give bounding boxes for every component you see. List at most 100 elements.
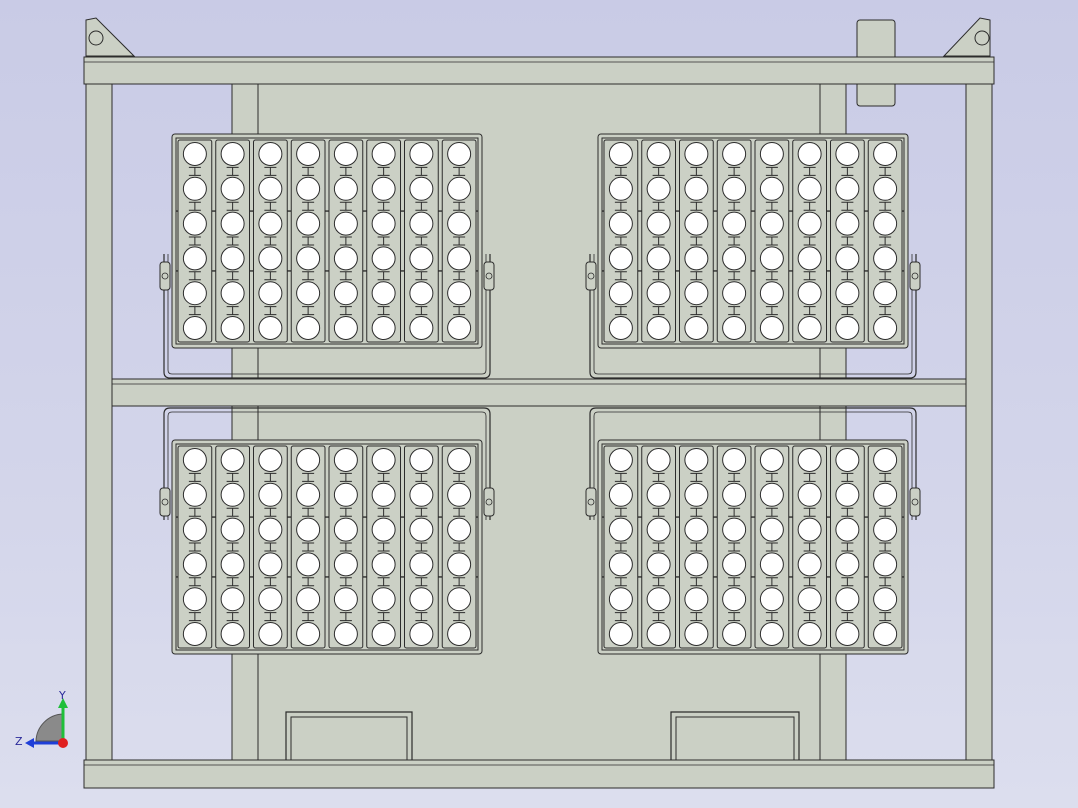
lens xyxy=(835,482,860,507)
lens xyxy=(835,622,860,646)
lens-clip xyxy=(188,306,201,316)
lens xyxy=(759,552,784,577)
lifting-lug-hole xyxy=(88,30,104,46)
lens xyxy=(220,552,245,577)
lens xyxy=(873,482,898,507)
pivot-bolt xyxy=(587,498,595,506)
lens-clip xyxy=(302,542,315,552)
lens xyxy=(646,587,671,612)
lens-clip xyxy=(614,507,627,517)
lens-clip xyxy=(728,542,741,552)
lens-clip xyxy=(339,542,352,552)
lens-clip xyxy=(614,612,627,622)
lens xyxy=(447,552,472,577)
lens xyxy=(722,587,747,612)
lens xyxy=(873,587,898,612)
lens-clip xyxy=(188,472,201,482)
lens xyxy=(333,176,358,201)
lifting-lug-left xyxy=(85,17,136,57)
lens xyxy=(759,622,784,646)
lens-clip xyxy=(765,306,778,316)
lens xyxy=(182,517,207,542)
lens-clip xyxy=(415,507,428,517)
lens xyxy=(759,587,784,612)
lens xyxy=(835,176,860,201)
lens-clip xyxy=(841,577,854,587)
lens-clip xyxy=(415,577,428,587)
lens xyxy=(797,482,822,507)
lens-clip xyxy=(188,201,201,211)
lens-clip xyxy=(188,507,201,517)
lens-clip xyxy=(302,271,315,281)
lens-clip xyxy=(264,577,277,587)
lens xyxy=(333,142,358,166)
lens-clip xyxy=(339,507,352,517)
lens xyxy=(797,211,822,236)
handle-inner xyxy=(675,716,795,760)
lens xyxy=(873,176,898,201)
lens-clip xyxy=(652,271,665,281)
lens-clip xyxy=(728,166,741,176)
lens xyxy=(182,211,207,236)
lens xyxy=(646,246,671,271)
lens xyxy=(296,316,321,340)
lens xyxy=(333,211,358,236)
lens xyxy=(684,517,709,542)
lens xyxy=(333,448,358,472)
lens-clip xyxy=(652,201,665,211)
lens-clip xyxy=(803,236,816,246)
lens xyxy=(447,246,472,271)
z-axis-arrowhead xyxy=(25,738,34,748)
lens xyxy=(608,552,633,577)
lens xyxy=(608,142,633,166)
lens xyxy=(835,587,860,612)
lens xyxy=(409,587,434,612)
lens xyxy=(409,142,434,166)
lens-clip xyxy=(302,201,315,211)
lens-clip xyxy=(765,271,778,281)
y-axis-label: Y xyxy=(58,689,66,702)
lens-clip xyxy=(728,612,741,622)
lens-clip xyxy=(652,166,665,176)
lens-clip xyxy=(226,236,239,246)
lens xyxy=(608,316,633,340)
right-post xyxy=(965,83,993,761)
lens xyxy=(371,211,396,236)
lens xyxy=(296,587,321,612)
lens xyxy=(684,142,709,166)
lens xyxy=(296,176,321,201)
lens xyxy=(409,517,434,542)
lens xyxy=(258,552,283,577)
lens-clip xyxy=(415,201,428,211)
lens xyxy=(447,622,472,646)
lens xyxy=(873,552,898,577)
lens xyxy=(684,587,709,612)
lens xyxy=(371,316,396,340)
lens-clip xyxy=(614,201,627,211)
lens-clip xyxy=(264,472,277,482)
lens xyxy=(258,448,283,472)
lens-clip xyxy=(690,542,703,552)
middle-crossbar xyxy=(111,378,967,407)
lens xyxy=(409,316,434,340)
handle xyxy=(670,711,800,760)
bottom-beam xyxy=(83,759,995,789)
lens-clip xyxy=(690,271,703,281)
lens-clip xyxy=(728,306,741,316)
lens-clip xyxy=(226,271,239,281)
lens xyxy=(722,281,747,306)
lens-clip xyxy=(339,472,352,482)
lens xyxy=(608,587,633,612)
lens xyxy=(296,448,321,472)
lens xyxy=(333,517,358,542)
lens-clip xyxy=(803,612,816,622)
pivot-bolt xyxy=(485,498,493,506)
mounting-bracket xyxy=(163,254,491,379)
lens xyxy=(447,176,472,201)
lens-clip xyxy=(302,306,315,316)
lens xyxy=(797,587,822,612)
lens-clip xyxy=(728,507,741,517)
lens xyxy=(608,246,633,271)
lens xyxy=(333,316,358,340)
